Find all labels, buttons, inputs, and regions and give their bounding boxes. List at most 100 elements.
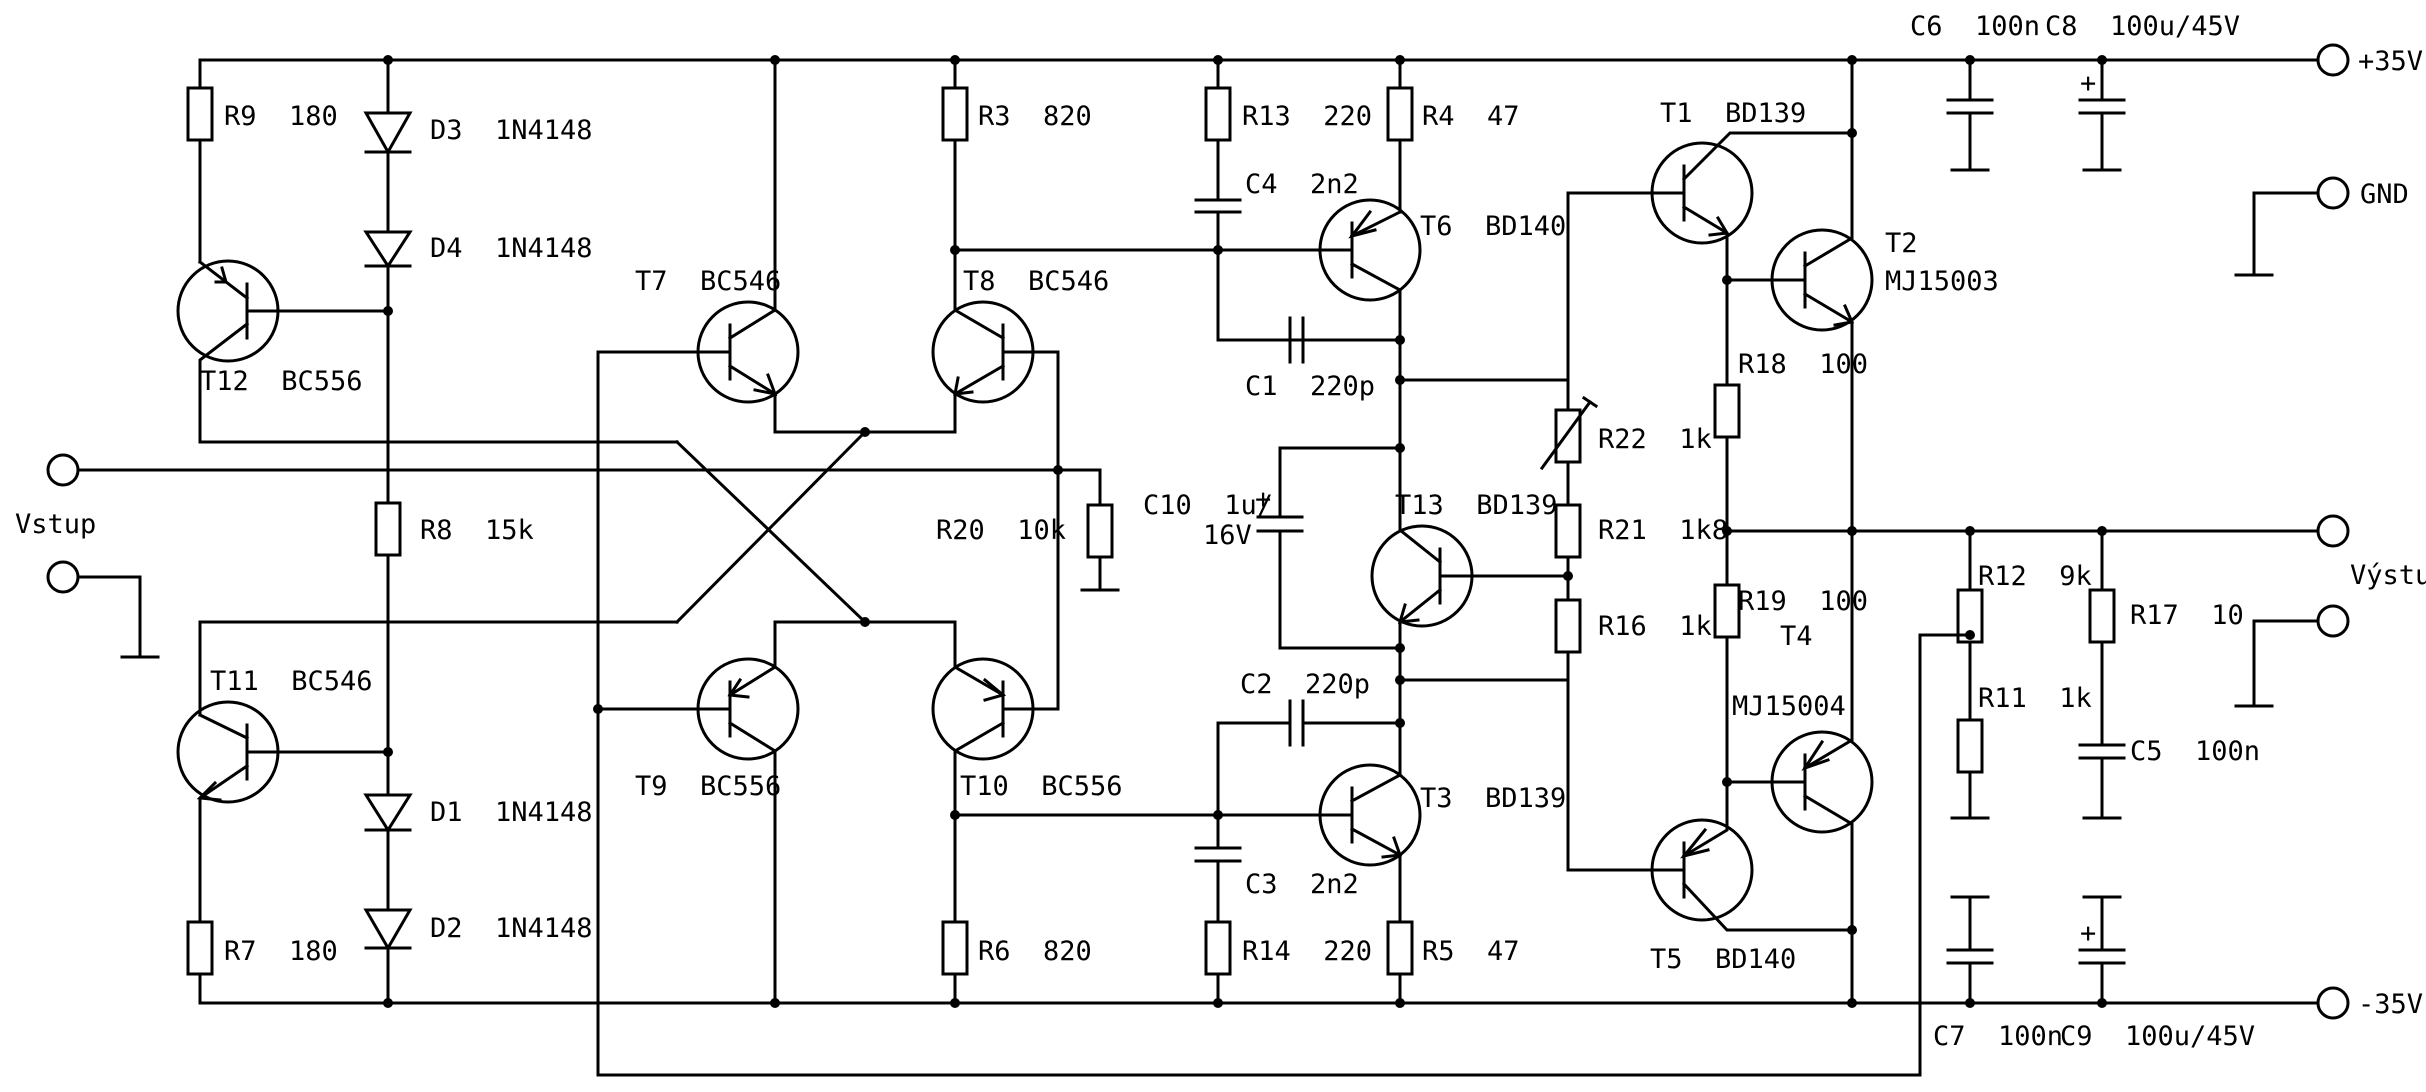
terminal-minus35v-label: -35V [2358, 989, 2423, 1020]
t4-label-b: MJ15004 [1732, 691, 1846, 722]
r20-label: R20 10k [936, 515, 1066, 546]
t4-label-a: T4 [1780, 621, 1813, 652]
svg-text:+: + [2080, 68, 2096, 99]
d2-label: D2 1N4148 [430, 913, 593, 944]
resistor-r8: R8 15k [374, 264, 534, 797]
c5-label: C5 100n [2130, 736, 2260, 767]
transistor-t3: T3 BD139 [1318, 718, 1566, 924]
capacitor-c9: + C9 100u/45V [2060, 895, 2255, 1052]
terminal-minus35v: -35V [2316, 986, 2423, 1020]
d4-label: D4 1N4148 [430, 233, 593, 264]
t5-label: T5 BD140 [1650, 944, 1796, 975]
resistor-r7: R7 180 [186, 920, 338, 1005]
resistor-r4: R4 47 [1386, 58, 1520, 214]
transistor-t6: T6 BD140 [1318, 198, 1566, 382]
diode-d4: D4 1N4148 [363, 150, 593, 269]
capacitor-c1: C1 220p [1245, 316, 1402, 402]
transistor-t13: T13 BD139 [1370, 446, 1570, 682]
capacitor-c10: C10 1u/ 16V + [1143, 446, 1402, 650]
resistor-r18: R18 100 [1713, 278, 1868, 533]
transistor-t2: T2 MJ15003 [1725, 58, 1999, 533]
t9-label: T9 BC556 [635, 771, 781, 802]
r19-label: R19 100 [1738, 586, 1868, 617]
r4-label: R4 47 [1422, 101, 1520, 132]
r17-label: R17 10 [2130, 600, 2244, 631]
c7-label: C7 100n [1933, 1021, 2063, 1052]
resistor-r9: R9 180 [186, 58, 338, 264]
cross-wires [674, 429, 868, 625]
transistor-t7: T7 BC546 [596, 58, 867, 434]
resistor-r14: R14 220 [1204, 920, 1372, 1005]
c8-label: C8 100u/45V [2045, 11, 2240, 42]
resistor-r17: R17 10 [2088, 529, 2244, 747]
svg-text:+: + [1255, 484, 1271, 515]
resistor-r20: R20 10k [936, 468, 1120, 592]
t8-label: T8 BC546 [963, 266, 1109, 297]
c10-label-b: 16V [1203, 520, 1252, 551]
r11-label: R11 1k [1978, 683, 2092, 714]
r18-label: R18 100 [1738, 349, 1868, 380]
t13-label: T13 BD139 [1395, 490, 1558, 521]
c9-label: C9 100u/45V [2060, 1021, 2255, 1052]
t10-label: T10 BC556 [960, 771, 1123, 802]
capacitor-c7: C7 100n [1933, 895, 2063, 1052]
r8-label: R8 15k [420, 515, 534, 546]
r7-label: R7 180 [224, 936, 338, 967]
c3-label: C3 2n2 [1245, 869, 1359, 900]
terminal-output-label: Výstup [2350, 560, 2426, 591]
transistor-t11: T11 BC546 [176, 620, 679, 924]
resistor-r19: R19 100 [1713, 529, 1868, 784]
transistor-t4: T4 MJ15004 [1725, 529, 1874, 1005]
c4-label: C4 2n2 [1245, 169, 1359, 200]
transistor-t12: T12 BC556 [176, 259, 679, 444]
t12-label: T12 BC556 [200, 366, 363, 397]
t1-label: T1 BD139 [1660, 98, 1806, 129]
resistor-r22: R22 1k [1539, 378, 1712, 507]
t3-label: T3 BD139 [1420, 783, 1566, 814]
d3-label: D3 1N4148 [430, 115, 593, 146]
r6-label: R6 820 [978, 936, 1092, 967]
c6-label: C6 100n [1910, 11, 2040, 42]
terminal-plus35v-label: +35V [2358, 46, 2423, 77]
r12-label: R12 9k [1978, 561, 2092, 592]
c10-label-a: C10 1u/ [1143, 490, 1273, 521]
transistor-t9: T9 BC556 [596, 620, 867, 1005]
resistor-r6: R6 820 [941, 813, 1325, 1005]
terminal-output-ground [2234, 604, 2350, 708]
resistor-r12: R12 9k [1956, 529, 2092, 722]
r3-label: R3 820 [978, 101, 1092, 132]
capacitor-c6: C6 100n [1910, 11, 2040, 172]
resistor-r5: R5 47 [1386, 920, 1520, 1005]
terminal-gnd-label: GND [2360, 179, 2409, 210]
r14-label: R14 220 [1242, 936, 1372, 967]
transistor-t1: T1 BD139 [1650, 98, 1854, 282]
transistor-t5: T5 BD140 [1650, 780, 1854, 975]
capacitor-c2: C2 220p [1216, 669, 1402, 817]
r9-label: R9 180 [224, 101, 338, 132]
capacitor-c8: + C8 100u/45V [2045, 11, 2240, 172]
node-lower-bias [1398, 678, 1662, 872]
t6-label: T6 BD140 [1420, 211, 1566, 242]
t2-label-b: MJ15003 [1885, 266, 1999, 297]
resistor-r21: R21 1k8 [1554, 503, 1728, 602]
resistor-r13: R13 220 [1204, 58, 1372, 202]
d1-label: D1 1N4148 [430, 797, 593, 828]
terminal-input-ground [46, 560, 160, 659]
terminal-input-label: Vstup [15, 509, 96, 540]
diode-d2: D2 1N4148 [363, 828, 593, 1005]
c2-label: C2 220p [1240, 669, 1370, 700]
transistor-t8: T8 BC546 [863, 248, 1109, 472]
terminal-plus35v: +35V [2316, 43, 2423, 77]
capacitor-c5: C5 100n [2078, 736, 2260, 820]
t11-label: T11 BC546 [210, 666, 373, 697]
r13-label: R13 220 [1242, 101, 1372, 132]
resistor-r16: R16 1k [1554, 598, 1712, 682]
terminal-output: Výstup [2316, 514, 2426, 591]
r16-label: R16 1k [1598, 611, 1712, 642]
node-upper-bias [1398, 191, 1662, 450]
t2-label-a: T2 [1885, 228, 1918, 259]
resistor-r11: R11 1k [1950, 683, 2092, 820]
r22-label: R22 1k [1598, 424, 1712, 455]
capacitor-c3: C3 2n2 [1194, 813, 1359, 924]
r21-label: R21 1k8 [1598, 515, 1728, 546]
